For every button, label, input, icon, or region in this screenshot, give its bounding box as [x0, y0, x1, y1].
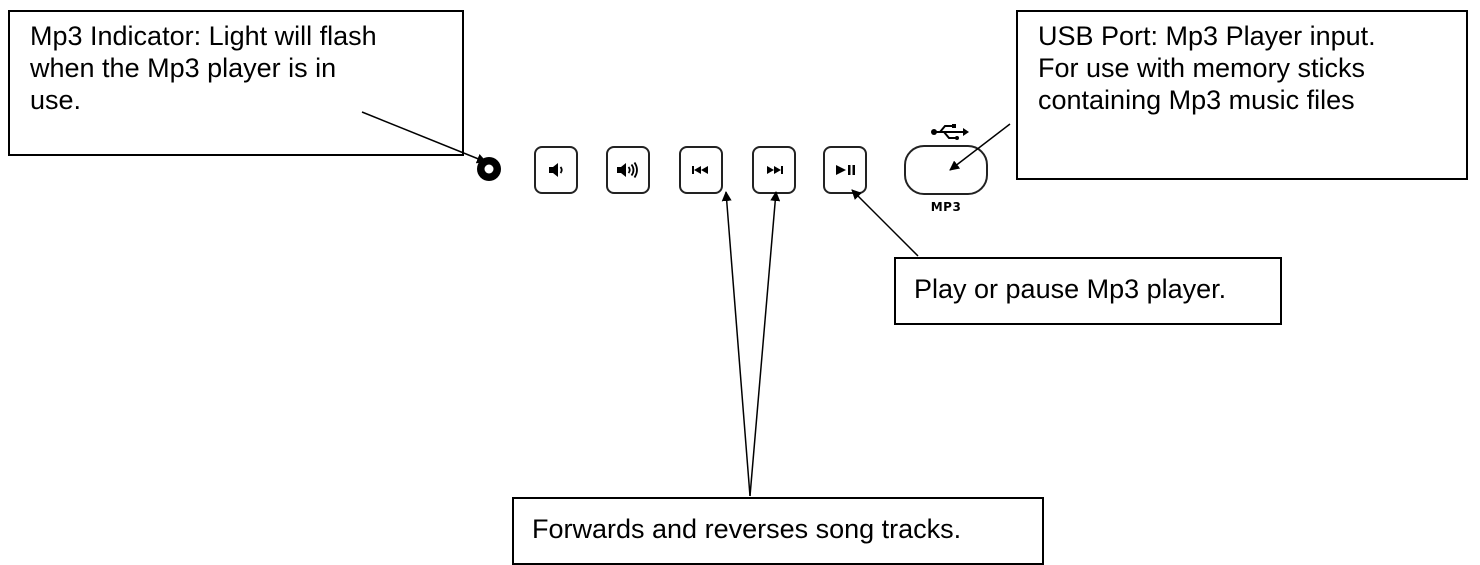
- previous-track-button[interactable]: [679, 146, 723, 194]
- next-track-button[interactable]: [752, 146, 796, 194]
- usb-port[interactable]: [904, 145, 988, 195]
- next-track-icon: [767, 166, 783, 174]
- callout-track-skip-text: Forwards and reverses song tracks.: [532, 514, 962, 544]
- previous-track-icon: [692, 166, 708, 174]
- volume-up-button[interactable]: [606, 146, 650, 194]
- volume-up-icon: [617, 162, 638, 178]
- indicator-light-icon: [477, 157, 501, 181]
- arrow-to-next-button: [749, 191, 781, 497]
- arrow-to-previous-button: [721, 191, 751, 497]
- callout-play-pause: Play or pause Mp3 player.: [894, 257, 1282, 325]
- volume-down-button[interactable]: [534, 146, 578, 194]
- callout-play-pause-text: Play or pause Mp3 player.: [914, 274, 1227, 304]
- callout-mp3-indicator-text: Mp3 Indicator: Light will flash when the…: [30, 21, 377, 115]
- play-pause-icon: [836, 165, 855, 175]
- callout-mp3-indicator: Mp3 Indicator: Light will flash when the…: [8, 10, 464, 156]
- callout-usb-port: USB Port: Mp3 Player input. For use with…: [1016, 10, 1468, 180]
- callout-usb-port-text: USB Port: Mp3 Player input. For use with…: [1038, 21, 1376, 115]
- callout-track-skip: Forwards and reverses song tracks.: [512, 497, 1044, 565]
- usb-symbol-icon: [931, 124, 969, 140]
- volume-down-icon: [549, 163, 563, 177]
- usb-port-label: MP3: [930, 200, 962, 214]
- play-pause-button[interactable]: [823, 146, 867, 194]
